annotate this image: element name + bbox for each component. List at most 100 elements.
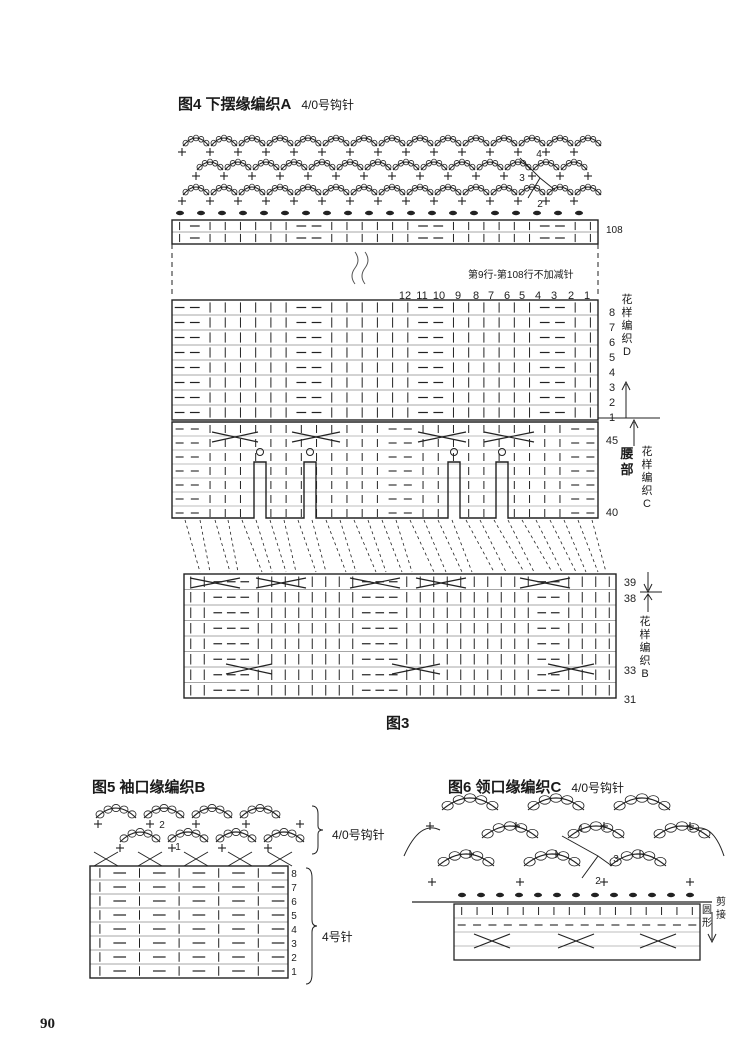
chain-stitch — [210, 188, 217, 196]
pattern-d-row-label: 4 — [609, 367, 615, 379]
arrow-head — [643, 593, 653, 601]
crochet-arch — [210, 137, 238, 147]
waist-row-45: 45 — [606, 435, 618, 447]
fig6-side-note-2: 剪接 — [716, 897, 726, 921]
chain-stitch — [399, 188, 406, 196]
chain-stitch — [182, 188, 189, 196]
chain-stitch — [518, 188, 525, 196]
round-path — [519, 157, 556, 199]
chain-stitch — [295, 834, 305, 843]
chain-stitch — [643, 851, 656, 861]
dash-line — [549, 519, 577, 573]
waist-row-40: 40 — [606, 507, 618, 519]
chain-stitch — [324, 160, 331, 167]
chain-stitch — [245, 163, 252, 171]
pattern-b-label: 花样编织B — [639, 616, 651, 680]
crochet-arch — [406, 137, 434, 147]
chain-stitch — [357, 163, 364, 171]
dash-line — [437, 519, 463, 573]
fig6-arch — [567, 825, 625, 839]
dash-line — [199, 519, 211, 573]
fig5-round-2: 2 — [159, 820, 165, 831]
fig6-slip-dot — [629, 892, 637, 898]
stitch-col-label: 1 — [584, 290, 590, 302]
dash-line — [507, 519, 535, 573]
chain-stitch — [478, 136, 485, 143]
transition-dashes — [184, 519, 607, 573]
chain-stitch — [338, 136, 345, 143]
chain-stitch — [280, 163, 287, 171]
fig4-knit-grid — [171, 219, 599, 298]
crochet-arch — [504, 161, 532, 171]
slip-stitch-dot — [575, 210, 583, 216]
chain-stitch — [366, 185, 373, 192]
cable-cross — [417, 431, 467, 443]
fig5-arch — [263, 831, 305, 843]
chain-stitch — [534, 136, 541, 143]
fig3-waist-grid — [171, 421, 599, 519]
chain-stitch — [455, 188, 462, 196]
crochet-arch — [196, 161, 224, 171]
fig6-arch — [613, 797, 671, 811]
dash-line — [325, 519, 347, 573]
fig5-row-label: 6 — [291, 897, 297, 908]
fig5-needle-knit: 4号针 — [322, 930, 353, 944]
chain-stitch — [343, 139, 350, 147]
fig5-round-1: 1 — [175, 842, 181, 853]
fig6-arch — [437, 853, 495, 867]
dash-line — [381, 519, 403, 573]
slip-stitch-dot — [323, 210, 331, 216]
chain-stitch — [371, 139, 378, 147]
slip-stitch-dot — [344, 210, 352, 216]
crochet-arch — [518, 137, 546, 147]
crochet-arch — [210, 186, 238, 196]
chain-stitch — [394, 185, 401, 192]
chain-stitch — [266, 139, 273, 147]
chain-stitch — [476, 163, 483, 171]
fig6-round-2: 2 — [595, 876, 601, 887]
fig5-row-label: 7 — [291, 883, 297, 894]
chain-stitch — [562, 185, 569, 192]
crochet-arch — [308, 161, 336, 171]
crochet-arch — [252, 161, 280, 171]
pattern-d-row-label: 6 — [609, 337, 615, 349]
fig6-side-note: 圆形 — [702, 905, 712, 929]
chain-stitch — [322, 188, 329, 196]
b-row-39: 39 — [624, 577, 636, 589]
chain-stitch — [601, 823, 614, 833]
chain-stitch — [653, 828, 666, 839]
chain-stitch — [252, 163, 259, 171]
chain-stitch — [191, 829, 201, 838]
chain-stitch — [371, 188, 378, 196]
stitch-col-label: 3 — [551, 290, 557, 302]
arrow-head — [629, 418, 639, 429]
chain-stitch — [350, 188, 357, 196]
chain-stitch — [568, 856, 581, 867]
fig5-arch — [239, 807, 281, 819]
chain-stitch — [450, 185, 457, 192]
fig6-slip-dot — [572, 892, 580, 898]
chain-stitch — [310, 185, 317, 192]
chain-stitch — [455, 139, 462, 147]
chain-stitch — [315, 139, 322, 147]
chain-stitch — [560, 163, 567, 171]
chain-stitch — [226, 185, 233, 192]
crochet-arch — [294, 137, 322, 147]
crochet-arch — [182, 137, 210, 147]
chain-stitch — [664, 823, 677, 833]
chain-stitch — [434, 188, 441, 196]
stitch-col-label: 9 — [455, 290, 461, 302]
arrow-head — [621, 380, 631, 391]
chain-stitch — [301, 163, 308, 171]
fig5-join — [93, 851, 119, 867]
fig6-arch — [653, 825, 711, 839]
chain-stitch — [308, 163, 315, 171]
yarn-over — [498, 448, 506, 456]
fig5-arch — [119, 831, 161, 843]
b-row-31: 31 — [624, 694, 636, 706]
fig5-join — [267, 851, 293, 867]
chain-stitch — [518, 139, 525, 147]
fig6-edge-arch — [403, 827, 441, 857]
chain-stitch — [336, 163, 343, 171]
cable-cross — [415, 577, 467, 589]
